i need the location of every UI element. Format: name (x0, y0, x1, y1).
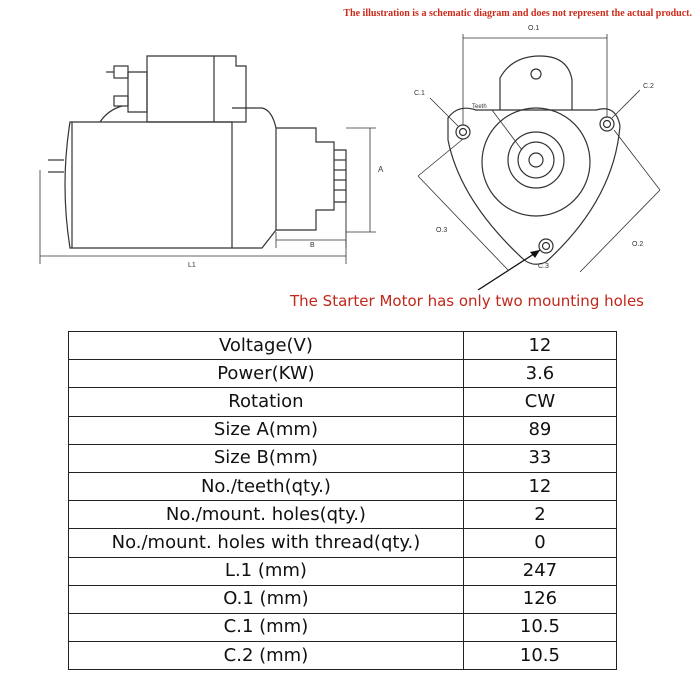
flange-outline (447, 107, 621, 265)
spec-label: No./teeth(qty.) (68, 471, 464, 502)
spec-label: C.1 (mm) (68, 612, 464, 643)
dim-b-label: B (310, 242, 315, 249)
solenoid-body (146, 55, 247, 123)
spec-value: 10.5 (462, 612, 618, 643)
note-arrow-head (530, 250, 540, 258)
table-row: No./mount. holes with thread(qty.)0 (68, 528, 618, 558)
spec-value: 12 (462, 471, 618, 502)
dim-o2-line (579, 189, 661, 273)
pinion (334, 149, 347, 203)
mount-hole-c1-inner (458, 127, 468, 137)
spec-value: 12 (462, 330, 618, 361)
table-row: No./teeth(qty.)12 (68, 471, 618, 502)
nose (276, 127, 335, 231)
side-view (39, 55, 376, 264)
drive-housing (232, 107, 277, 249)
terminal-bottom (113, 95, 129, 107)
spec-value: 89 (462, 415, 618, 445)
label-o1: O.1 (528, 25, 539, 32)
spec-label: Size A(mm) (68, 415, 464, 445)
starter-motor-diagram: A B L1 O.1 C.1 C.2 Teeth O.3 (39, 25, 661, 290)
table-row: No./mount. holes(qty.)2 (68, 500, 618, 530)
spec-label: L.1 (mm) (68, 556, 464, 586)
label-o3: O.3 (436, 227, 447, 234)
bearing-circle (507, 131, 565, 189)
table-row: Power(KW)3.6 (68, 359, 618, 389)
dim-o3-ext-1 (417, 138, 464, 177)
solenoid-outline (499, 55, 573, 110)
spec-value: 2 (462, 500, 618, 530)
disclaimer-text: The illustration is a schematic diagram … (343, 8, 692, 19)
terminal-top (113, 65, 129, 79)
spec-label: O.1 (mm) (68, 584, 464, 614)
label-c1: C.1 (414, 90, 425, 97)
solenoid-stud (530, 68, 542, 80)
spec-value: 3.6 (462, 359, 618, 389)
solenoid-cap (127, 71, 148, 113)
front-view (417, 34, 661, 273)
table-row: Size B(mm)33 (68, 443, 618, 473)
spec-value: CW (462, 387, 618, 417)
pinion-circle (517, 141, 555, 179)
mount-hole-c1 (455, 124, 471, 140)
leader-c2 (611, 89, 641, 119)
label-c3: C.3 (538, 263, 549, 270)
dim-l1-label: L1 (188, 262, 196, 269)
lead-wire (99, 105, 123, 123)
label-c2: C.2 (643, 83, 654, 90)
spec-value: 126 (462, 584, 618, 614)
leader-c1 (429, 97, 459, 127)
shaft-circle (528, 152, 544, 168)
spec-label: Rotation (68, 387, 464, 417)
table-row: L.1 (mm)247 (68, 556, 618, 586)
spec-label: No./mount. holes(qty.) (68, 500, 464, 530)
table-row: Size A(mm)89 (68, 415, 618, 445)
motor-body (64, 121, 233, 249)
table-row: O.1 (mm)126 (68, 584, 618, 614)
mounting-note: The Starter Motor has only two mounting … (290, 292, 645, 310)
mount-hole-c3-inner (541, 241, 551, 251)
spec-value: 10.5 (462, 641, 618, 671)
spec-value: 33 (462, 443, 618, 473)
mount-hole-c3 (538, 238, 554, 254)
spec-label: Power(KW) (68, 359, 464, 389)
spec-label: Voltage(V) (68, 330, 464, 361)
mount-hole-c2 (599, 116, 615, 132)
dim-o3-line (417, 175, 509, 271)
mount-hole-c2-inner (602, 119, 612, 129)
leader-teeth (491, 109, 523, 151)
table-row: Voltage(V)12 (68, 330, 618, 361)
spec-value: 247 (462, 556, 618, 586)
dim-a-label: A (378, 165, 384, 174)
label-o2: O.2 (632, 241, 643, 248)
table-row: C.2 (mm)10.5 (68, 641, 618, 671)
label-teeth: Teeth (472, 104, 487, 110)
spec-label: C.2 (mm) (68, 641, 464, 671)
housing-circle (481, 107, 591, 217)
spec-label: Size B(mm) (68, 443, 464, 473)
table-row: C.1 (mm)10.5 (68, 612, 618, 643)
spec-label: No./mount. holes with thread(qty.) (68, 528, 464, 558)
spec-value: 0 (462, 528, 618, 558)
note-arrow (477, 249, 541, 290)
dim-o2-ext-1 (613, 129, 661, 191)
